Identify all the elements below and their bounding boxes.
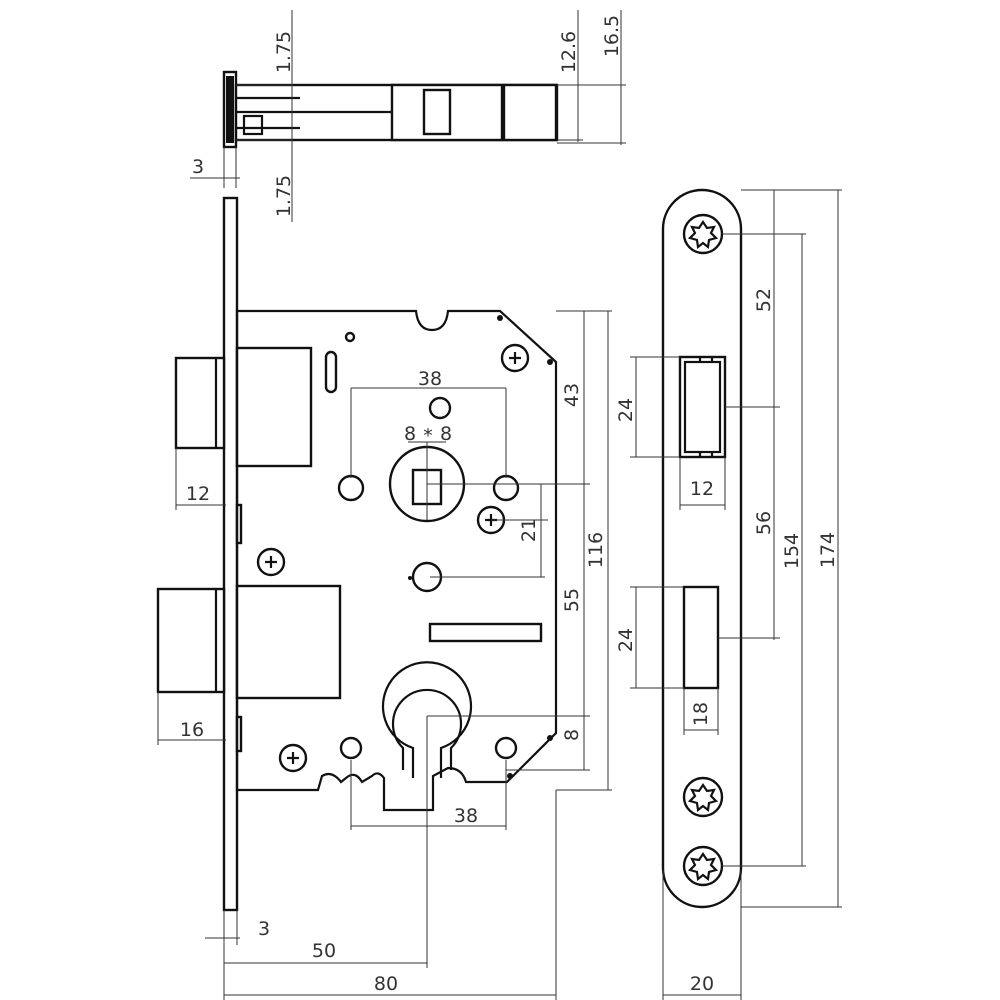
- rivet: [547, 359, 553, 365]
- top-view-dim-lines: [190, 10, 626, 222]
- hole: [494, 736, 518, 760]
- cylinder-cutout-inner: [391, 688, 463, 770]
- dim-hole-spacing: 154: [781, 533, 803, 569]
- rivet: [547, 735, 553, 741]
- dim-top-to-spindle: 43: [561, 383, 583, 407]
- dim-backset: 50: [312, 940, 336, 962]
- dead-bolt: [156, 587, 226, 694]
- strike-plate-view: 52 24 12 56 24 18 154 174 20: [615, 188, 842, 1000]
- rectangular-slot: [428, 622, 543, 643]
- hole: [428, 396, 452, 420]
- dim-latch-to-bolt: 56: [753, 511, 775, 535]
- dim-spindle-marker: *: [423, 425, 433, 447]
- top-view-latch-head: [422, 88, 452, 136]
- dim-spindle-half-left: 8: [404, 423, 416, 445]
- screw-icon: [278, 743, 308, 773]
- dim-total-height: 174: [817, 532, 839, 568]
- strike-latch-inner: [683, 360, 722, 454]
- hole: [337, 474, 365, 502]
- torx-screw-icon: [682, 776, 724, 818]
- dim-spindle-spacing: 38: [418, 368, 442, 390]
- lock-body-view: 38 8 * 8 43 21 55 116 8 12 16 38 3 50 80: [156, 196, 612, 1000]
- dim-spindle-to-screw: 21: [518, 518, 540, 542]
- rivet: [497, 315, 503, 321]
- dim-top-to-latch: 52: [753, 288, 775, 312]
- dead-bolt-inner-block: [235, 584, 342, 700]
- dim-forend: 3: [258, 918, 270, 940]
- dim-bolt-width: 18: [690, 702, 712, 726]
- torx-screw-icon: [682, 213, 724, 255]
- dim-bolt-h: 12.6: [558, 31, 580, 73]
- dim-plate-width: 20: [690, 973, 714, 995]
- screw-icon: [500, 343, 530, 373]
- dim-spindle-half-right: 8: [440, 423, 452, 445]
- hole: [492, 474, 520, 502]
- cylinder-cutout: [381, 661, 473, 778]
- top-view-forend-fill: [226, 76, 234, 143]
- dim-bolt-depth: 16: [180, 719, 204, 741]
- dim-latch-height: 24: [615, 398, 637, 422]
- top-view-latch-tip: [502, 83, 558, 142]
- latch-inner-block: [235, 346, 313, 468]
- dim-top-plate: 3: [192, 156, 204, 178]
- dim-total-h: 16.5: [601, 15, 623, 57]
- rivet: [408, 576, 412, 580]
- dim-thick-top: 1.75: [273, 31, 295, 73]
- screw-icon: [256, 547, 286, 577]
- hole: [339, 736, 363, 760]
- lock-forend-plate: [222, 196, 239, 912]
- dim-thick-bottom: 1.75: [273, 175, 295, 217]
- dim-bottom-spacing: 38: [454, 805, 478, 827]
- lock-body-dim-lines: [157, 310, 612, 1000]
- rivet: [507, 773, 513, 779]
- dim-spindle-to-cylinder: 55: [561, 588, 583, 612]
- small-hole: [344, 331, 356, 343]
- strike-dim-lines: [630, 189, 842, 1000]
- lock-case-outline: [235, 309, 558, 812]
- top-view-screw-box: [242, 114, 264, 136]
- dim-bottom-offset: 8: [561, 729, 583, 741]
- dim-body-height: 116: [585, 532, 607, 568]
- dim-bolt-height: 24: [615, 628, 637, 652]
- dim-body-width: 80: [374, 973, 398, 995]
- strike-latch-opening: [678, 355, 727, 459]
- dim-latch-width: 12: [690, 478, 714, 500]
- latch-slot: [324, 350, 338, 394]
- dim-latch-depth: 12: [186, 483, 210, 505]
- strike-bolt-opening: [682, 585, 720, 690]
- top-view: 1.75 1.75 3 12.6 16.5: [190, 10, 626, 222]
- torx-screw-icon: [682, 845, 724, 887]
